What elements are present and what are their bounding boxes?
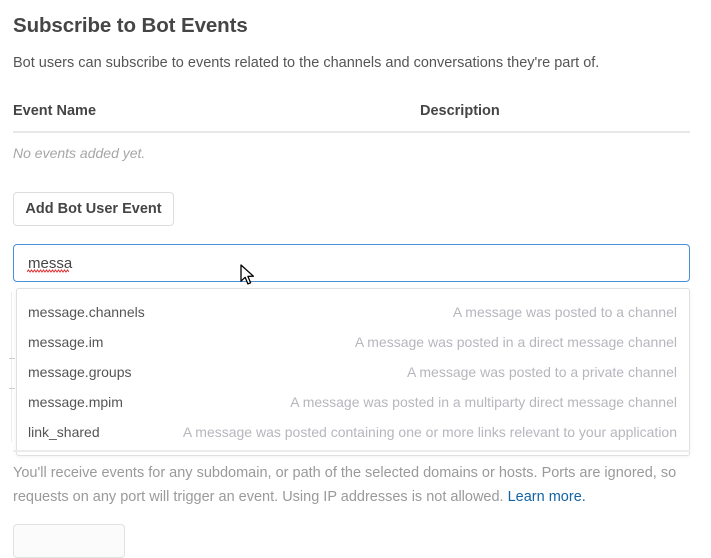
page-subtitle: Bot users can subscribe to events relate… <box>13 55 600 71</box>
suggestion-event-name: message.groups <box>28 364 132 380</box>
table-header-divider <box>13 131 690 133</box>
suggestion-item[interactable]: link_shared A message was posted contain… <box>17 417 689 447</box>
suggestion-event-description: A message was posted to a private channe… <box>406 364 677 380</box>
suggestion-item[interactable]: message.im A message was posted in a dir… <box>17 327 689 357</box>
suggestion-event-description: A message was posted to a channel <box>452 304 677 320</box>
footer-bottom-button[interactable] <box>13 524 125 558</box>
events-table-empty-message: No events added yet. <box>13 145 146 161</box>
occluded-list-rail <box>11 292 12 442</box>
footer-help-body: You'll receive events for any subdomain,… <box>13 465 677 505</box>
suggestion-item[interactable]: message.channels A message was posted to… <box>17 297 689 327</box>
events-table-header: Event Name Description <box>13 103 690 125</box>
footer-divider <box>13 450 690 452</box>
suggestion-item[interactable]: message.mpim A message was posted in a m… <box>17 387 689 417</box>
footer-help-text: You'll receive events for any subdomain,… <box>13 461 693 509</box>
suggestion-event-name: link_shared <box>28 424 100 440</box>
add-bot-user-event-button[interactable]: Add Bot User Event <box>13 192 174 226</box>
suggestion-event-description: A message was posted in a direct message… <box>354 334 677 350</box>
occluded-row-marker <box>9 388 15 389</box>
learn-more-link[interactable]: Learn more. <box>507 489 586 505</box>
suggestion-event-name: message.channels <box>28 304 145 320</box>
occluded-row-marker <box>9 358 15 359</box>
event-suggestions-dropdown[interactable]: message.channels A message was posted to… <box>16 288 690 456</box>
spellcheck-underline <box>27 269 69 273</box>
suggestion-item[interactable]: message.groups A message was posted to a… <box>17 357 689 387</box>
column-header-event-name: Event Name <box>13 103 97 119</box>
suggestion-event-description: A message was posted in a multiparty dir… <box>290 394 677 410</box>
page-title: Subscribe to Bot Events <box>13 14 248 37</box>
suggestion-event-name: message.im <box>28 334 104 350</box>
event-search-input[interactable] <box>13 244 690 282</box>
column-header-description: Description <box>420 103 500 119</box>
subscribe-bot-events-page: Subscribe to Bot Events Bot users can su… <box>9 14 693 558</box>
suggestion-event-description: A message was posted containing one or m… <box>182 424 677 440</box>
suggestion-event-name: message.mpim <box>28 394 123 410</box>
